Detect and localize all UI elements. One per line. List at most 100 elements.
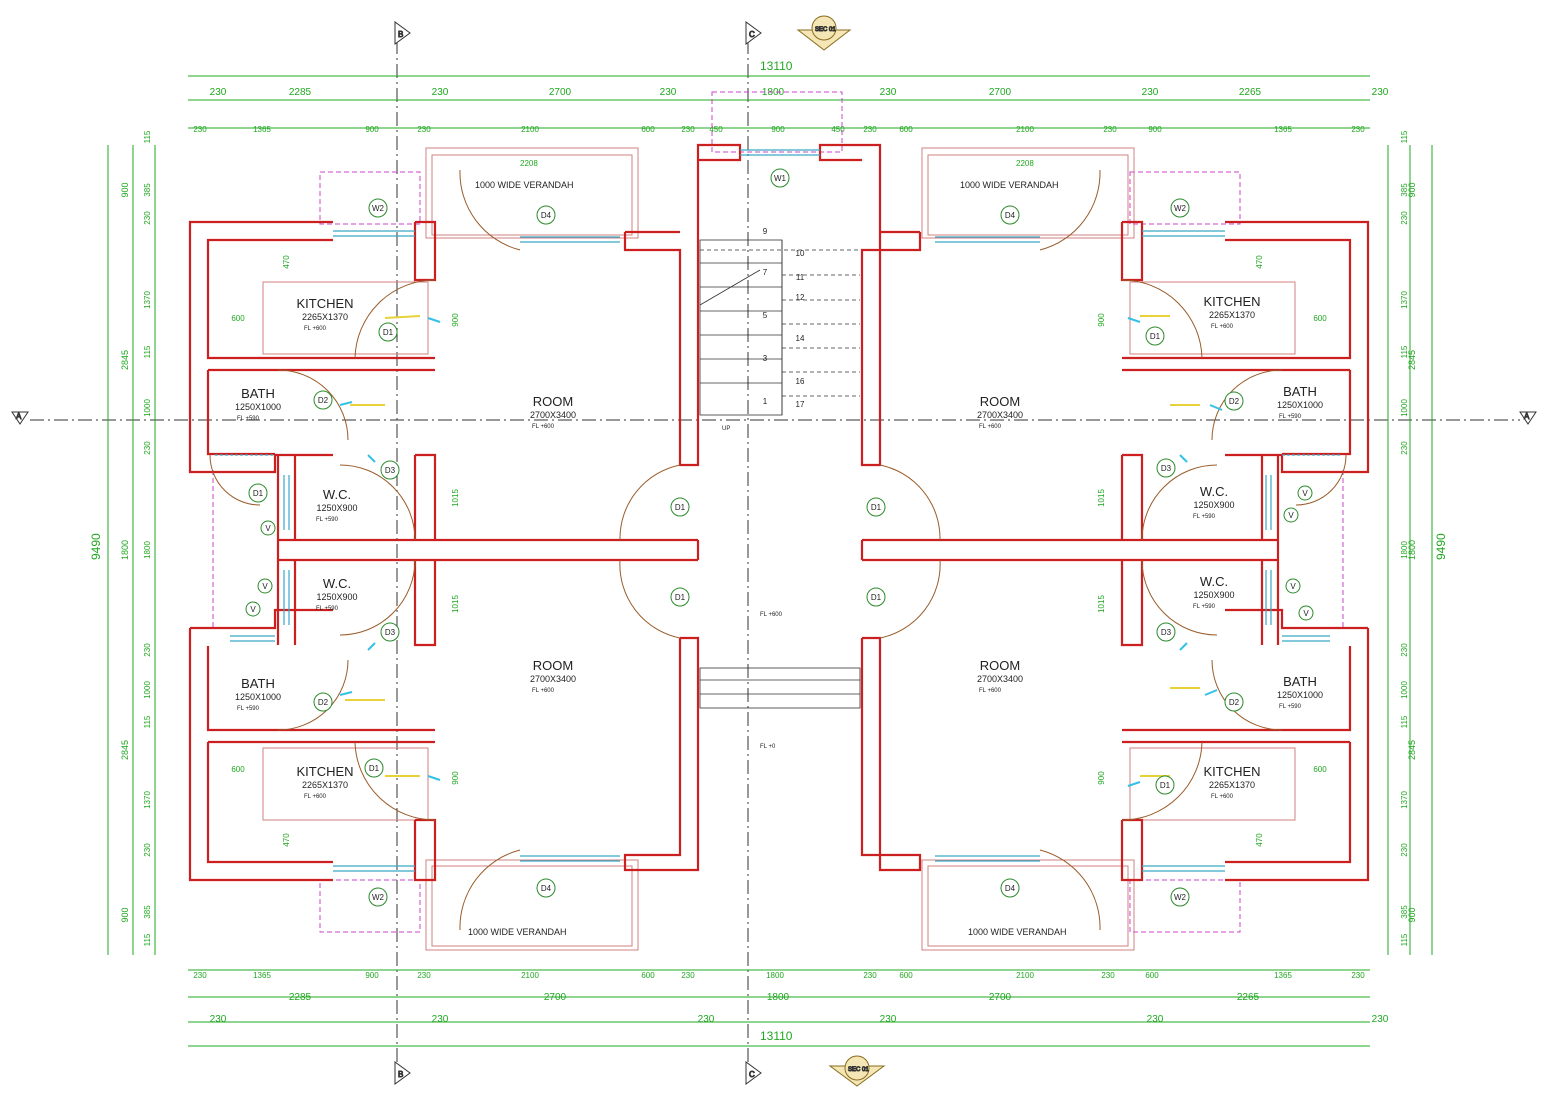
stair-step-number: 16 [796,377,805,386]
room-name: BATH [241,386,275,401]
dimension-text: 1370 [143,291,152,309]
tag-v: V [1283,507,1299,523]
room-dimensions: 2700X3400 [530,410,576,420]
tag-circle [378,322,398,342]
overall-height-right: 9490 [1434,533,1448,560]
tag-circle [1145,326,1165,346]
tag-d3: D3 [380,622,400,642]
section-marker-top: SEC 01 [796,15,852,51]
tag-label: V [1302,489,1308,498]
dimension-text: 230 [143,441,152,455]
tag-circle [368,198,388,218]
verandah-label-top-left: 1000 WIDE VERANDAH [475,180,574,190]
tag-circle [670,587,690,607]
room-floor-level: FL +590 [237,416,260,422]
dimension-text: 115 [1400,130,1409,143]
dimension-text: 2845 [120,740,130,760]
svg-text:SEC 01: SEC 01 [815,27,836,33]
tag-circle [380,460,400,480]
tag-label: D2 [318,698,329,707]
tag-circle [1298,605,1314,621]
dimension-text: 1000 [1400,681,1409,699]
tag-label: D1 [1160,781,1171,790]
dimension-text: 2100 [521,971,539,980]
dimension-text: 2700 [549,87,572,98]
tag-circle [536,878,556,898]
dimension-text: 2265 [1239,87,1262,98]
dimension-text: 230 [1142,87,1159,98]
room-dimensions: 2700X3400 [977,674,1023,684]
tag-circle [1000,205,1020,225]
dimension-text: 1000 [143,681,152,699]
tag-label: D2 [1229,698,1240,707]
room-dimensions: 1250X1000 [235,692,281,702]
tag-circle [1000,878,1020,898]
dimension-text: 600 [1145,971,1159,980]
verandah-label-bottom-left: 1000 WIDE VERANDAH [468,927,567,937]
dimension-text: 115 [1400,715,1409,728]
room-floor-level: FL +600 [304,326,327,332]
room-dimensions: 1250X900 [316,592,357,602]
tag-circle [380,622,400,642]
room-name: W.C. [1200,484,1228,499]
dimension-text: 900 [120,182,130,197]
dimension-text: 1800 [767,992,790,1003]
stair-step-number: 5 [763,311,768,320]
tag-w2: W2 [1170,887,1190,907]
axis-marker-left: A [11,411,29,425]
dimension-text: 600 [641,125,655,134]
room-floor-level: FL +600 [979,424,1002,430]
tag-label: D3 [385,466,396,475]
dimension-text: 115 [143,345,152,358]
dimension-text: 600 [1313,765,1327,774]
dimension-text: 230 [863,971,877,980]
tag-label: V [250,605,256,614]
staircase [699,239,861,709]
room-floor-level: FL +600 [1211,794,1234,800]
room-floor-level: FL +600 [1211,324,1234,330]
dimension-text: 900 [365,125,379,134]
room-name: ROOM [980,658,1020,673]
tag-d4: D4 [536,205,556,225]
tag-label: D1 [383,328,394,337]
tag-v: V [1298,605,1314,621]
dimension-text: 900 [451,771,460,785]
tag-d2: D2 [1224,391,1244,411]
dimension-text: 385 [143,905,152,919]
dimension-text: 230 [681,125,695,134]
dimension-text: 230 [193,971,207,980]
stair-step-number: 12 [796,293,805,302]
room-floor-level: FL +590 [316,517,339,523]
dimension-text: 2700 [544,992,567,1003]
room-floor-level: FL +590 [316,606,339,612]
tag-circle [1170,887,1190,907]
dimension-text: 1800 [143,541,152,559]
dimension-text: 2100 [521,125,539,134]
tag-d1: D1 [248,483,268,503]
dimension-text: 1800 [1407,540,1417,560]
room-dimensions: 1250X900 [316,503,357,513]
dimension-text: 2845 [1407,350,1417,370]
tag-label: D4 [1005,211,1016,220]
dimension-text: 1000 [143,399,152,417]
axis-markers: A A B C B C SEC 01 SEC 01 [11,15,1537,1087]
tag-label: W1 [774,174,787,183]
dimension-text: 900 [771,125,785,134]
dimension-text: 900 [1097,313,1106,327]
tag-circle [313,390,333,410]
room-dimensions: 2700X3400 [977,410,1023,420]
door-swings [209,169,1347,931]
tag-circle [1285,578,1301,594]
dimension-text: 230 [880,1014,897,1025]
tag-label: D1 [369,764,380,773]
tag-label: V [1288,511,1294,520]
tag-circle [1224,391,1244,411]
dimension-text: 230 [1400,441,1409,455]
tag-d2: D2 [313,390,333,410]
tag-circle [866,587,886,607]
tag-label: D4 [541,211,552,220]
dimension-text: 1800 [762,87,785,98]
